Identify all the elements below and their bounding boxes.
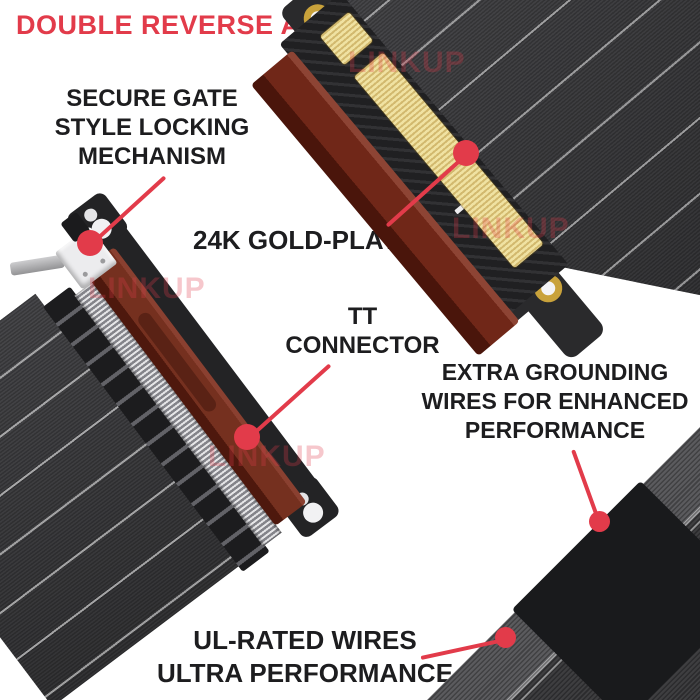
- callout-label-ul-rated: UL-RATED WIRES ULTRA PERFORMANCE: [150, 624, 460, 690]
- callout-line-text: EXTRA GROUNDING: [441, 359, 669, 385]
- callout-line-tt: [247, 363, 332, 440]
- callout-line-text: MECHANISM: [78, 143, 226, 170]
- callout-dot-grounding: [589, 511, 610, 532]
- callout-dot-locking: [77, 230, 103, 256]
- brand-watermark: LINKUP: [208, 440, 326, 473]
- callout-line-text: WIRES FOR ENHANCED: [421, 388, 689, 414]
- callout-dot-tt: [234, 424, 260, 450]
- callout-line-text: CONNECTOR: [285, 332, 440, 359]
- callout-label-locking: SECURE GATE STYLE LOCKING MECHANISM: [40, 84, 264, 171]
- headline: DOUBLE REVERSE ANGLE: [16, 10, 378, 40]
- lock-lever: [9, 254, 65, 276]
- brand-watermark: LINKUP: [88, 272, 206, 305]
- callout-line-text: STYLE LOCKING: [54, 114, 250, 141]
- callout-line-text: PERFORMANCE: [464, 417, 646, 443]
- callout-label-grounding: EXTRA GROUNDING WIRES FOR ENHANCED PERFO…: [415, 358, 695, 445]
- callout-dot-gold: [453, 140, 479, 166]
- callout-line-text: ULTRA PERFORMANCE: [156, 658, 454, 688]
- screw: [99, 257, 107, 265]
- callout-line-text: UL-RATED WIRES: [193, 625, 417, 655]
- callout-label-tt-connector: TT CONNECTOR: [285, 302, 440, 360]
- callout-line-text: TT: [347, 303, 378, 330]
- callout-line-text: SECURE GATE: [66, 85, 238, 112]
- brand-watermark: LINKUP: [348, 46, 466, 79]
- brand-watermark: LINKUP: [452, 212, 570, 245]
- callout-dot-ul: [495, 627, 516, 648]
